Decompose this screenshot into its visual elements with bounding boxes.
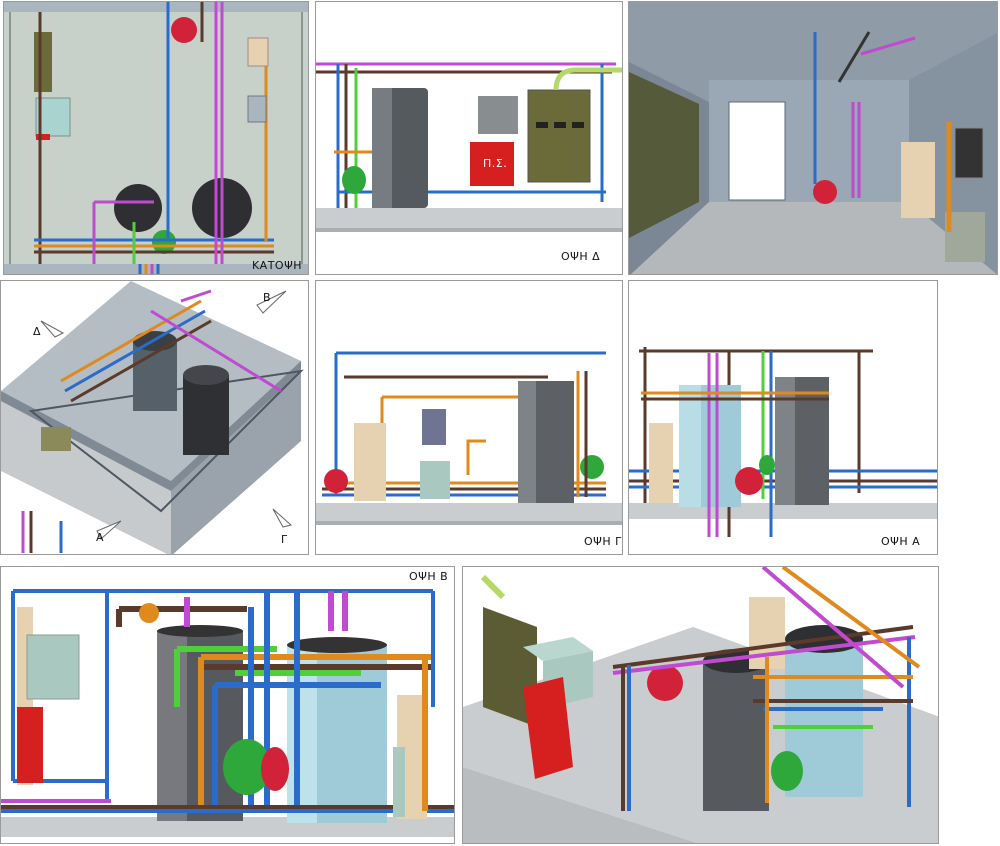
direction-g-label: Γ [281, 533, 288, 546]
view-alpha-panel: ΟΨΗ Α [628, 280, 938, 555]
view-gamma-panel: ΟΨΗ Γ [315, 280, 623, 555]
plan-view-label: ΚΑΤΟΨΗ [251, 259, 302, 272]
perspective-room-drawing [629, 31, 997, 274]
view-beta-panel: ΟΨΗ Β [0, 566, 455, 844]
panel-sign-label: Π.Σ. [483, 157, 508, 170]
direction-a-label: Α [96, 531, 104, 544]
direction-d-label: Δ [33, 325, 41, 338]
isometric-view-panel: Δ Β Α Γ [0, 280, 309, 555]
view-alpha-drawing [629, 347, 937, 537]
view-beta-drawing [1, 589, 454, 837]
plan-view-panel: ΚΑΤΟΨΗ [3, 1, 309, 275]
view-gamma-drawing [316, 351, 622, 525]
view-delta-label: ΟΨΗ Δ [561, 250, 601, 263]
perspective-room-panel [628, 1, 998, 275]
direction-b-label: Β [263, 291, 271, 304]
view-delta-panel: Π.Σ. ΟΨΗ Δ [315, 1, 623, 275]
view-gamma-label: ΟΨΗ Γ [584, 535, 622, 548]
isometric-view-drawing [1, 281, 304, 554]
view-delta-drawing [316, 62, 622, 232]
isometric-3d-panel [462, 566, 939, 844]
isometric-3d-drawing [463, 567, 938, 843]
view-alpha-label: ΟΨΗ Α [881, 535, 921, 548]
view-beta-label: ΟΨΗ Β [409, 570, 449, 583]
plan-view-drawing [4, 2, 308, 274]
